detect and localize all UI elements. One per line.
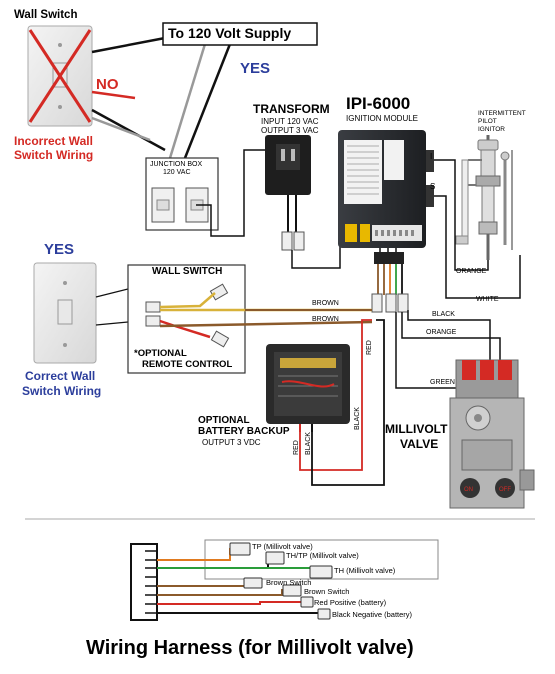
supply-label: To 120 Volt Supply <box>168 25 292 41</box>
junction-box-label-1: JUNCTION BOX <box>150 161 203 168</box>
wire-label-white: WHITE <box>476 296 499 303</box>
wire-label-orange-right: ORANGE <box>426 329 457 336</box>
harness-red-positive: Red Positive (battery) <box>314 598 387 607</box>
junction-box-label-2: 120 VAC <box>163 169 191 176</box>
brown-switch-wires <box>159 292 373 339</box>
supply-box <box>162 22 318 46</box>
correct-label-1: Correct Wall <box>25 369 96 383</box>
battery-label-1: OPTIONAL <box>198 415 250 426</box>
wire-label-black-top: BLACK <box>432 311 455 318</box>
wiring-harness <box>130 539 439 621</box>
harness-brown-switch-2: Brown Switch <box>304 587 350 596</box>
remote-switch-connectors <box>145 283 230 348</box>
harness-black-negative: Black Negative (battery) <box>332 610 413 619</box>
incorrect-label-2: Switch Wiring <box>14 148 94 162</box>
battery-wires <box>299 319 385 486</box>
svg-text:OFF: OFF <box>499 487 511 493</box>
wire-label-red: RED <box>366 340 373 355</box>
supply-wiring-lines <box>168 43 232 159</box>
transformer-to-module-wire <box>291 240 341 269</box>
harness-thtp-label: TH/TP (Millivolt valve) <box>286 551 359 560</box>
pilot-ignitor <box>455 135 513 260</box>
module-harness-connector <box>371 248 409 313</box>
module-subtitle: IGNITION MODULE <box>346 114 419 123</box>
battery-label-2: BATTERY BACKUP <box>198 426 290 437</box>
wire-label-red-battery: RED <box>293 440 300 455</box>
wire-label-black-mid: BLACK <box>354 407 361 430</box>
incorrect-label-1: Incorrect Wall <box>14 134 93 148</box>
wire-label-black-battery: BLACK <box>305 432 312 455</box>
yes-label-mid: YES <box>44 241 75 258</box>
wire-label-brown-1: BROWN <box>312 300 339 307</box>
harness-tp-label: TP (Millivolt valve) <box>252 542 313 551</box>
correct-switch-pointer-lines <box>95 288 129 326</box>
terminal-s-label: S <box>430 182 436 191</box>
correct-wall-switch <box>33 262 97 364</box>
ignitor-label-2: PILOT <box>478 118 497 125</box>
transformer-output: OUTPUT 3 VAC <box>261 126 319 135</box>
incorrect-wiring-lines <box>91 36 166 152</box>
optional-remote-label-2: REMOTE CONTROL <box>142 359 233 370</box>
footer-title: Wiring Harness (for Millivolt valve) <box>86 637 414 659</box>
wire-label-brown-2: BROWN <box>312 316 339 323</box>
wire-label-green: GREEN <box>430 379 455 386</box>
svg-text:ON: ON <box>464 487 473 493</box>
junction-box <box>145 157 219 231</box>
harness-th-label: TH (Millivolt valve) <box>334 566 396 575</box>
valve-label-1: MILLIVOLT <box>385 422 448 436</box>
incorrect-wall-switch <box>27 25 93 127</box>
millivolt-valve: ON OFF <box>449 359 535 509</box>
terminal-i-label: I <box>430 152 433 161</box>
optional-remote-label-1: *OPTIONAL <box>134 348 187 359</box>
battery-pack <box>266 344 350 432</box>
transformer-title: TRANSFORM <box>253 102 330 116</box>
transformer-input: INPUT 120 VAC <box>261 117 319 126</box>
junction-to-transformer-wire <box>196 149 268 237</box>
ignitor-label-1: INTERMITTENT <box>478 110 526 117</box>
ignition-module <box>338 130 434 248</box>
ignitor-label-3: IGNITOR <box>478 126 505 133</box>
correct-label-2: Switch Wiring <box>22 384 102 398</box>
harness-brown-switch-1: Brown Switch <box>266 578 312 587</box>
battery-label-3: OUTPUT 3 VDC <box>202 438 261 447</box>
yes-label-top: YES <box>240 60 271 77</box>
transformer <box>265 135 311 251</box>
wire-label-orange-left: ORANGE <box>456 268 487 275</box>
valve-label-2: VALVE <box>400 437 439 451</box>
module-title: IPI-6000 <box>346 94 411 113</box>
no-label: NO <box>96 76 119 93</box>
wall-switch-title: Wall Switch <box>14 9 78 21</box>
module-to-ignitor-wires <box>434 159 521 299</box>
wall-switch-box-title: WALL SWITCH <box>152 266 223 277</box>
